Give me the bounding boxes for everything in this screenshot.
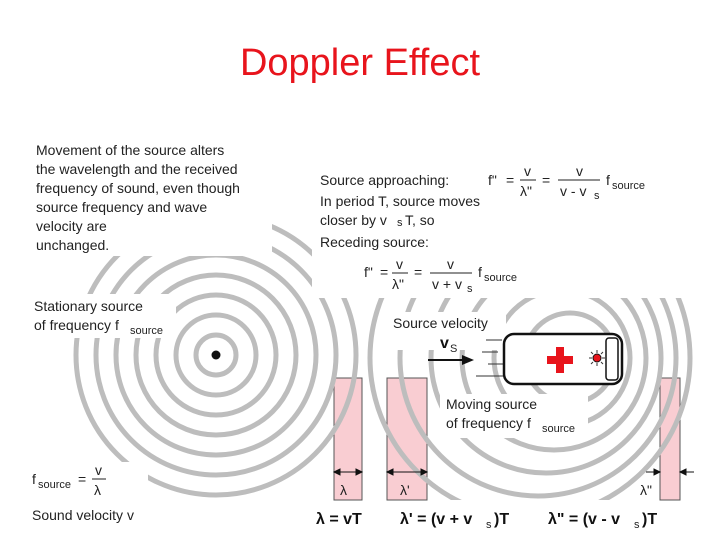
intro-line-3: frequency of sound, even though — [36, 180, 240, 196]
receding-num-1: v — [396, 256, 403, 272]
moving-line-1: Moving source — [446, 396, 537, 412]
receding-den-2: v + v — [432, 276, 462, 292]
moving-label: Moving source of frequency f source — [446, 396, 575, 435]
stationary-sub: source — [130, 325, 163, 337]
stationary-label: Stationary source of frequency f source — [34, 298, 163, 337]
wavelength-dimension-arrows — [332, 468, 694, 476]
bar-label-lambda-prime: λ' — [400, 482, 410, 498]
receding-den-1: λ" — [392, 276, 404, 292]
receding-den-sub: s — [467, 283, 473, 295]
fsource-formula: f source = v λ — [32, 462, 106, 498]
velocity-vs-sub: S — [450, 343, 457, 355]
siren-icon — [589, 350, 605, 366]
moving-line-2: of frequency f — [446, 415, 531, 431]
red-cross-icon — [547, 347, 573, 373]
approach-den-2: v - v — [560, 183, 586, 199]
approach-formula: Source approaching: f" = v λ" = v v - v … — [320, 163, 645, 202]
velocity-text: Source velocity — [393, 315, 488, 331]
eq-lambda: λ = vT — [316, 511, 362, 528]
stationary-wavefronts — [73, 212, 359, 498]
receding-formula: Receding source: f" = v λ" = v v + v s f… — [320, 234, 517, 295]
period-line-1: In period T, source moves — [320, 193, 480, 209]
stationary-line-2: of frequency f — [34, 317, 119, 333]
period-line-2b: T, so — [405, 212, 435, 228]
approach-num-1: v — [524, 163, 531, 179]
eq-lambda-prime-a: λ' = (v + v — [400, 511, 472, 528]
moving-source-vehicle — [502, 332, 624, 386]
fsource-den: λ — [94, 482, 101, 498]
sound-velocity-label: Sound velocity v — [32, 507, 134, 523]
intro-line-2: the wavelength and the received — [36, 161, 238, 177]
approach-f: f" — [488, 172, 497, 188]
eq-lambda-double-b: )T — [642, 511, 657, 528]
period-line-2a: closer by v — [320, 212, 387, 228]
eq-lambda-prime-sub: s — [486, 519, 492, 531]
receding-fsource-sub: source — [484, 272, 517, 284]
fsource-sub: source — [38, 479, 71, 491]
period-line-2-sub: s — [397, 217, 403, 229]
velocity-vs: v — [440, 335, 449, 352]
approach-den-sub: s — [594, 190, 600, 202]
period-text: In period T, source moves closer by v s … — [320, 193, 480, 229]
velocity-arrow — [428, 339, 504, 377]
intro-line-4: source frequency and wave — [36, 199, 207, 215]
approach-eq-2: = — [542, 172, 550, 188]
fsource-f: f — [32, 471, 36, 487]
bottom-equations: λ = vT λ' = (v + v s )T λ" = (v - v s )T — [316, 511, 657, 531]
stationary-source-dot — [211, 350, 221, 360]
intro-line-1: Movement of the source alters — [36, 142, 224, 158]
approach-fsource-sub: source — [612, 180, 645, 192]
approach-eq-1: = — [506, 172, 514, 188]
velocity-label: Source velocity v S — [393, 315, 488, 355]
approach-num-2: v — [576, 163, 583, 179]
receding-num-2: v — [447, 256, 454, 272]
page-title: Doppler Effect — [239, 42, 481, 84]
eq-lambda-prime-b: )T — [494, 511, 509, 528]
intro-text: Movement of the source alters the wavele… — [36, 142, 240, 253]
bar-label-lambda: λ — [340, 482, 347, 498]
fsource-num: v — [95, 462, 102, 478]
fsource-eq: = — [78, 471, 86, 487]
receding-eq-2: = — [414, 264, 422, 280]
eq-lambda-double-a: λ" = (v - v — [548, 511, 620, 528]
receding-f: f" — [364, 264, 373, 280]
bar-label-lambda-double-prime: λ" — [640, 482, 652, 498]
intro-line-5: velocity are — [36, 218, 107, 234]
stationary-line-1: Stationary source — [34, 298, 143, 314]
receding-fsource: f — [478, 264, 482, 280]
moving-sub: source — [542, 423, 575, 435]
approach-den-1: λ" — [520, 183, 532, 199]
approach-label: Source approaching: — [320, 172, 449, 188]
receding-label: Receding source: — [320, 234, 429, 250]
eq-lambda-double-sub: s — [634, 519, 640, 531]
receding-eq-1: = — [380, 264, 388, 280]
approach-fsource: f — [606, 172, 610, 188]
intro-line-6: unchanged. — [36, 237, 109, 253]
